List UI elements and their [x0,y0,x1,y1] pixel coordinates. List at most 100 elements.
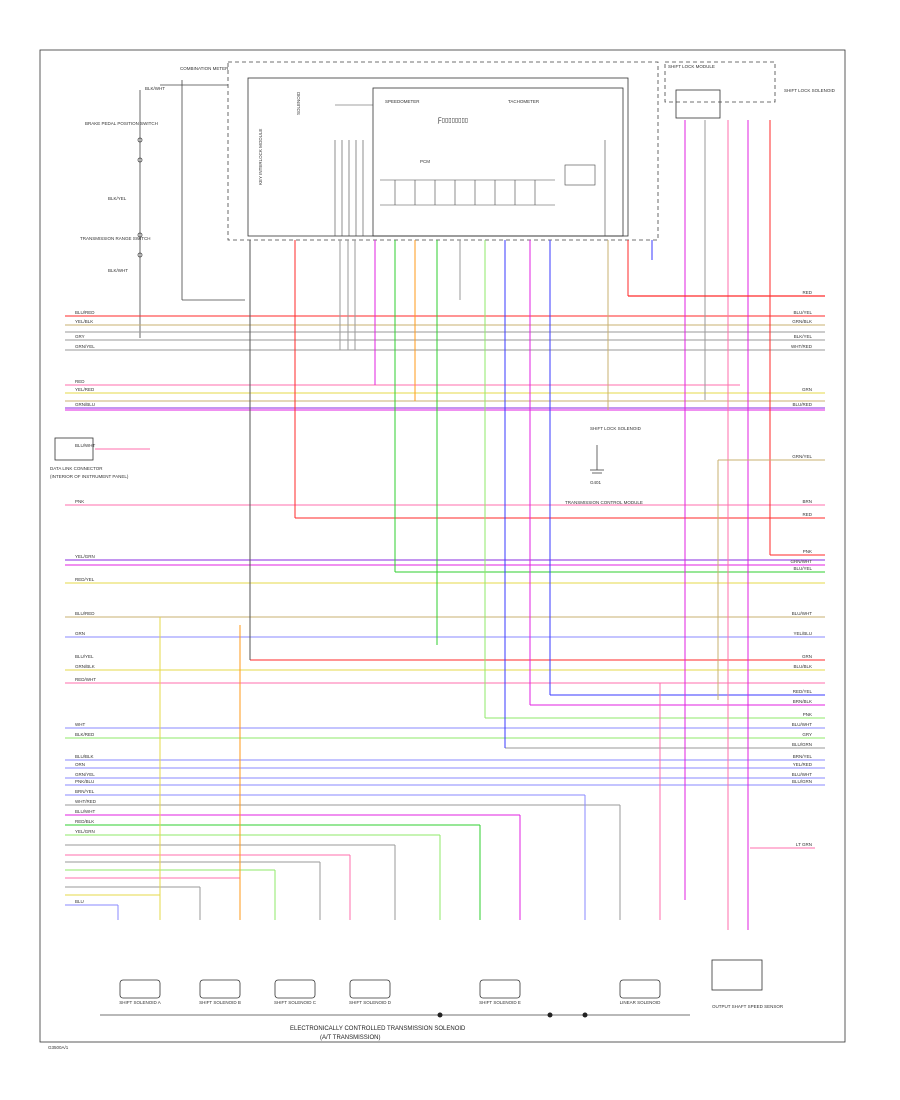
wire-label-right: PNK [803,712,812,717]
wire-label-left: ORN [75,762,85,767]
wire-label-left: GRN [75,631,85,636]
diagram-border [39,49,846,1043]
dlc-note: (INTERIOR OF INSTRUMENT PANEL) [50,474,129,479]
solenoid-group: SHIFT SOLENOID A SHIFT SOLENOID B SHIFT SO… [100,959,763,1018]
wire-label-right: RED [802,512,812,517]
output-shaft-speed-sensor [711,959,763,991]
wire-label-left: PNK/BLU [75,779,94,784]
wire-label-left: WHT [75,722,85,727]
g401-ground [590,445,604,474]
data-link-connector: DATA LINK CONNECTOR (INTERIOR OF INSTRUM… [50,437,129,479]
shift-solenoid-c-label: SHIFT SOLENOID C [274,1000,317,1005]
linear-solenoid-label: LINEAR SOLENOID [620,1000,662,1005]
wire-label-left: BLU/RED [75,611,95,616]
shift-lock-module: SHIFT LOCK MODULE SHIFT LOCK SOLENOID [664,61,836,119]
dlc-label: DATA LINK CONNECTOR [50,466,103,471]
wire-label-right: BLU/YEL [793,310,812,315]
wire-label-right: RED [802,290,812,295]
wire-label-left: YEL/GRN [75,829,95,834]
shift-solenoid-e [479,979,521,999]
wires [65,120,825,930]
wire-label-right: WHT/RED [791,344,813,349]
wire-label-right: PNK [803,549,812,554]
wire-label-left: BLU/WHT [75,443,96,448]
meter-circuit-label-1: KEY INTERLOCK MODULE [258,129,263,185]
shift-solenoid-a [119,979,161,999]
wire-label-right: GRN/WHT [791,559,813,564]
shift-solenoid-d [349,979,391,999]
wire-label-right: YEL/RED [793,762,813,767]
shift-solenoid-e-label: SHIFT SOLENOID E [479,1000,521,1005]
wire-label-left: BLU/BLK [75,754,94,759]
wire-label-right: YEL/BLU [793,631,812,636]
solenoid-assembly-label: ELECTRONICALLY CONTROLLED TRANSMISSION S… [290,1026,466,1032]
wire-label-left: YEL/BLK [75,319,93,324]
wire-label-left: BLK/RED [75,732,95,737]
tcm-note: TRANSMISSION CONTROL MODULE [565,500,643,505]
wire-label-left: YEL/GRN [75,554,95,559]
wire-label-right: BLU/GRN [792,779,812,784]
ground-splice [582,1012,588,1018]
wire-label-left: WHT/RED [75,799,97,804]
g401-label: G401 [590,480,602,485]
wire-label-right: GRN [802,387,812,392]
wire-label-right: BRN [802,499,812,504]
wire-labels: BLU/RED YEL/BLK GRY GRN/YEL RED YEL/RED GRN/BL… [75,290,813,904]
pcm-label: PCM [420,159,430,164]
shift-solenoid-b-label: SHIFT SOLENOID B [199,1000,241,1005]
wire-label-left: GRN/YEL [75,772,95,777]
shift-lock-module-label: SHIFT LOCK MODULE [668,64,715,69]
wire-label-left: RED/YEL [75,577,95,582]
wire-label-left: BLU/WHT [75,809,96,814]
wire-label-right: GRN/BLK [792,319,812,324]
wire-label-right: BLU/GRN [792,742,812,747]
output-shaft-speed-sensor-label: OUTPUT SHAFT SPEED SENSOR [712,1004,784,1009]
wire-label-left: PNK [75,499,84,504]
gauge-script: Ƒ▯▯▯▯▯▯▯▯ [437,118,468,124]
solenoid-assembly-label-2: (A/T TRANSMISSION) [320,1035,380,1041]
left-switches [137,80,245,338]
shift-solenoid-d-label: SHIFT SOLENOID D [349,1000,392,1005]
wire-label-right: BRN/YEL [793,754,813,759]
wire-label-left: BRN/YEL [75,789,95,794]
linear-solenoid [619,979,661,999]
wire-label-left: YEL/RED [75,387,95,392]
wire-label-right: BLU/WHT [792,611,813,616]
transmission-range-switch-label: TRANSMISSION RANGE SWITCH [80,236,151,241]
combination-meter: COMBINATION METER SPEEDOMETER TACHOMETER… [180,61,659,241]
wire-label-right: RED/YEL [793,689,813,694]
wire-label-left: GRY [75,334,85,339]
shift-solenoid-b [199,979,241,999]
wire-label-right: GRN/YEL [792,454,812,459]
shift-lock-solenoid-top-label: SHIFT LOCK SOLENOID [784,88,836,93]
wire-label-left: BLU/YEL [75,654,94,659]
brake-pedal-position-switch-label: BRAKE PEDAL POSITION SWITCH [85,121,158,126]
wire-label-right: BLU/YEL [793,566,812,571]
meter-circuit-label-2: SOLENOID [296,91,301,115]
combination-meter-label: COMBINATION METER [180,66,229,71]
sw-label-1: BLK/WHT [145,86,165,91]
wire-label-left: BLU/RED [75,310,95,315]
wire-label-left: RED/BLK [75,819,94,824]
wire-label-right: BRN/BLK [793,699,812,704]
meter-internal-circuits [334,104,606,236]
wire-label-right: LT GRN [796,842,812,847]
speedometer-label: SPEEDOMETER [385,99,420,104]
wire-label-left: GRN/YEL [75,344,95,349]
wire-label-left: BLU [75,899,84,904]
wire-label-left: GRN/BLK [75,664,95,669]
wire-label-right: BLU/BLK [793,664,812,669]
wire-label-right: BLK/YEL [794,334,813,339]
page-ref: G3500A/1 [48,1045,69,1050]
sw-label-3: BLK/WHT [108,268,128,273]
shift-solenoid-a-label: SHIFT SOLENOID A [119,1000,160,1005]
wire-label-right: GRY [802,732,812,737]
wire-label-right: BLU/RED [792,402,812,407]
sw-label-2: BLK/YEL [108,196,127,201]
wire-label-right: BLU/WHT [792,772,813,777]
wire-label-left: RED [75,379,85,384]
shift-solenoid-c [274,979,316,999]
ground-splice [437,1012,443,1018]
ground-splice [547,1012,553,1018]
tachometer-label: TACHOMETER [508,99,540,104]
